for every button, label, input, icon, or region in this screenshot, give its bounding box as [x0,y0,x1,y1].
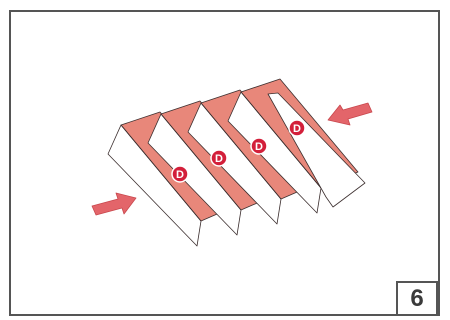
marker-label: D [176,169,184,181]
marker-label: D [293,123,301,135]
marker-label: D [215,153,223,165]
fold-line-4 [240,91,322,189]
marker-circle [210,149,228,167]
push-arrow-right [327,102,373,126]
step-number: 6 [410,284,424,312]
d-marker-3: D [250,137,268,155]
panel-strips [107,78,366,247]
d-marker-2: D [210,149,228,167]
d-marker-4: D [288,119,306,137]
marker-circle [288,119,306,137]
push-arrows [91,102,373,216]
marker-circle [250,137,268,155]
fold-line-2 [160,113,242,211]
marker-circle [171,165,189,183]
diagram-frame [9,10,440,316]
d-markers: D D D D [171,119,306,183]
push-arrow-left [91,192,137,216]
fold-line-3 [200,102,282,200]
marker-label: D [255,141,263,153]
d-marker-1: D [171,165,189,183]
fold-line-1 [120,124,202,222]
step-number-badge: 6 [396,281,438,316]
